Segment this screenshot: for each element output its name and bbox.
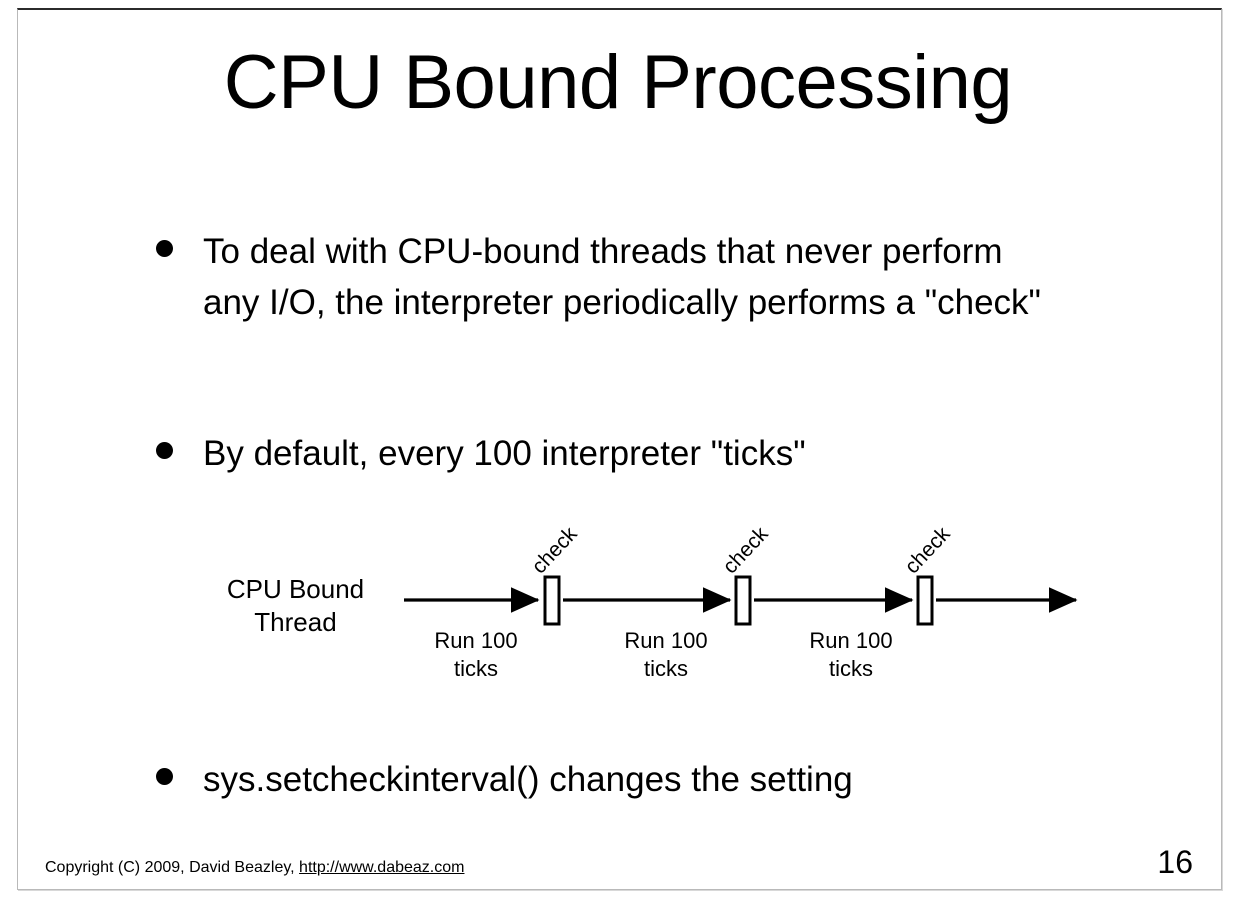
run-ticks-line-2: ticks — [829, 656, 873, 681]
thread-label-line-2: Thread — [254, 607, 337, 637]
bullet-item-1: To deal with CPU-bound threads that neve… — [156, 226, 1056, 328]
run-ticks-line-1: Run 100 — [809, 628, 893, 653]
thread-label: CPU Bound Thread — [198, 573, 393, 639]
bullet-dot-icon — [156, 240, 173, 257]
slide-frame: CPU Bound Processing To deal with CPU-bo… — [17, 8, 1222, 890]
page-number: 16 — [1157, 844, 1193, 880]
run-ticks-line-1: Run 100 — [434, 628, 518, 653]
check-box-1 — [543, 575, 561, 626]
run-ticks-line-2: ticks — [644, 656, 688, 681]
bullet-text-2: By default, every 100 interpreter "ticks… — [203, 434, 806, 473]
thread-label-line-1: CPU Bound — [226, 574, 365, 604]
bullet-text-3: sys.setcheckinterval() changes the setti… — [203, 760, 853, 799]
cpu-bound-thread-timeline-diagram: CPU Bound Thread — [198, 505, 1098, 695]
bullet-item-2: By default, every 100 interpreter "ticks… — [156, 428, 1056, 479]
bullet-dot-icon — [156, 768, 173, 785]
run-ticks-line-2: ticks — [454, 656, 498, 681]
run-ticks-label-1: Run 100 ticks — [401, 627, 551, 683]
run-ticks-line-1: Run 100 — [624, 628, 708, 653]
slide-title: CPU Bound Processing — [223, 40, 1013, 125]
run-ticks-label-3: Run 100 ticks — [776, 627, 926, 683]
bullet-text-1: To deal with CPU-bound threads that neve… — [203, 232, 1041, 322]
bullet-item-3: sys.setcheckinterval() changes the setti… — [156, 754, 1136, 805]
footer-copyright-text: Copyright (C) 2009, David Beazley, — [45, 859, 295, 876]
run-ticks-label-2: Run 100 ticks — [591, 627, 741, 683]
timeline-graphic — [404, 575, 1078, 626]
check-box-2 — [734, 575, 752, 626]
check-box-3 — [916, 575, 934, 626]
footer-copyright: Copyright (C) 2009, David Beazley, http:… — [45, 859, 464, 877]
bullet-dot-icon — [156, 442, 173, 459]
footer-url-link[interactable]: http://www.dabeaz.com — [299, 859, 465, 876]
